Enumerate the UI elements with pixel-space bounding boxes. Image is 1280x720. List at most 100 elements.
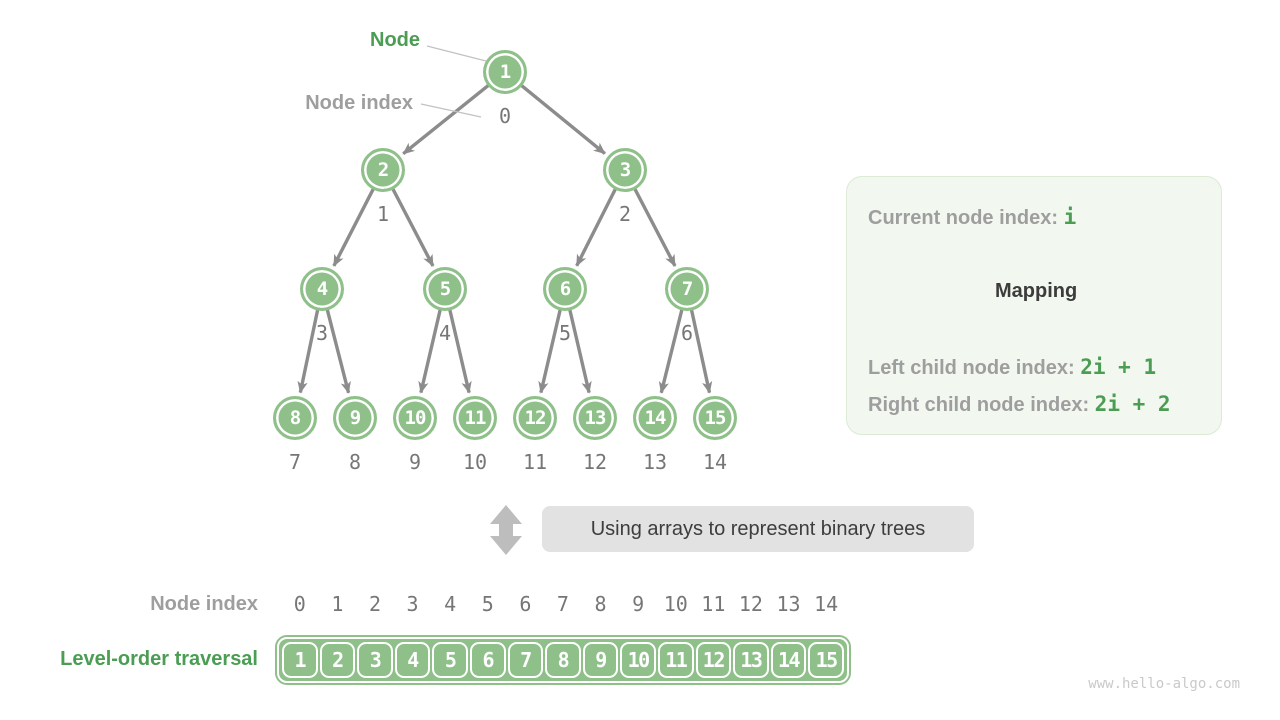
tree-node-index: 8 xyxy=(348,450,362,474)
right-child-index-value: 2i + 2 xyxy=(1094,392,1171,416)
current-node-index-line: Current node index: i xyxy=(868,205,1076,230)
tree-node-index: 5 xyxy=(558,321,572,345)
array-cell: 6 xyxy=(469,642,506,678)
caption-text: Using arrays to represent binary trees xyxy=(590,517,926,540)
tree-node-index: 0 xyxy=(498,104,512,128)
array-cell: 15 xyxy=(808,642,844,678)
tree-edge xyxy=(418,309,442,394)
tree-node-index: 9 xyxy=(408,450,422,474)
left-child-index-label: Left child node index xyxy=(868,357,1069,379)
index-cell: 2 xyxy=(368,592,381,616)
tree-node: 12 xyxy=(513,396,557,440)
index-cell: 11 xyxy=(701,592,726,616)
index-cell: 7 xyxy=(556,592,569,616)
tree-edge xyxy=(332,187,375,267)
array-cell: 14 xyxy=(770,642,807,678)
tree-edge xyxy=(391,187,435,267)
tree-node: 10 xyxy=(393,396,437,440)
tree-node: 4 xyxy=(300,267,344,311)
tree-node-index: 2 xyxy=(618,202,632,226)
left-child-index-value: 2i + 1 xyxy=(1080,355,1157,379)
up-down-arrow-icon xyxy=(490,505,522,555)
separator: : xyxy=(1051,207,1064,229)
caption-box: Using arrays to represent binary trees xyxy=(542,506,974,552)
array-cell: 1 xyxy=(282,642,318,678)
array-cell: 2 xyxy=(319,642,356,678)
current-node-index-value: i xyxy=(1063,205,1077,229)
tree-edge xyxy=(325,308,351,394)
tree-node: 8 xyxy=(273,396,317,440)
index-cell: 4 xyxy=(444,592,457,616)
tree-node: 5 xyxy=(423,267,467,311)
tree-node: 14 xyxy=(633,396,677,440)
tree-edge xyxy=(575,187,618,267)
node-index-callout-label: Node index xyxy=(305,92,413,114)
index-cell: 12 xyxy=(738,592,763,616)
tree-node-index: 11 xyxy=(522,450,548,474)
tree-node: 1 xyxy=(483,50,527,94)
array-cell: 5 xyxy=(432,642,468,678)
right-child-index-line: Right child node index: 2i + 2 xyxy=(868,392,1171,417)
index-cell: 3 xyxy=(406,592,419,616)
array-cell: 9 xyxy=(582,642,619,678)
tree-edge xyxy=(297,309,320,394)
tree-node: 13 xyxy=(573,396,617,440)
tree-node-index: 3 xyxy=(315,321,329,345)
array-cell: 3 xyxy=(357,642,393,678)
node-callout-line xyxy=(426,45,487,62)
index-cell: 13 xyxy=(776,592,801,616)
index-cell: 14 xyxy=(814,592,839,616)
tree-node: 3 xyxy=(603,148,647,192)
node-callout-label: Node xyxy=(370,29,420,51)
index-cell: 10 xyxy=(663,592,688,616)
tree-node-index: 1 xyxy=(376,202,390,226)
index-cell: 1 xyxy=(331,592,344,616)
tree-node-index: 10 xyxy=(462,450,488,474)
tree-node: 6 xyxy=(543,267,587,311)
tree-edges xyxy=(297,83,713,394)
tree-node-index: 7 xyxy=(288,450,302,474)
tree-edge xyxy=(658,308,684,394)
right-child-index-label: Right child node index xyxy=(868,394,1083,416)
tree-edge xyxy=(568,309,592,394)
tree-node: 11 xyxy=(453,396,497,440)
tree-edge xyxy=(448,309,472,394)
tree-edge xyxy=(402,83,490,156)
index-row-label: Node index xyxy=(150,593,258,615)
tree-node-index: 12 xyxy=(582,450,608,474)
array-cell: 10 xyxy=(620,642,656,678)
mapping-label: Mapping xyxy=(995,280,1078,302)
array-cell: 11 xyxy=(657,642,694,678)
current-node-index-label: Current node index xyxy=(868,207,1052,229)
index-cell: 5 xyxy=(481,592,494,616)
tree-node: 7 xyxy=(665,267,709,311)
tree-node-index: 13 xyxy=(642,450,668,474)
tree-node: 15 xyxy=(693,396,737,440)
tree-edge xyxy=(633,187,677,267)
tree-node-index: 14 xyxy=(702,450,728,474)
tree-edge xyxy=(520,83,606,155)
array-cell: 7 xyxy=(507,642,544,678)
traversal-row-label: Level-order traversal xyxy=(60,648,258,670)
tree-node-index: 4 xyxy=(438,321,452,345)
tree-node-index: 6 xyxy=(680,321,694,345)
mapping-panel xyxy=(846,176,1222,435)
array-cell: 12 xyxy=(695,642,732,678)
watermark: www.hello-algo.com xyxy=(1088,676,1240,692)
array-cell: 13 xyxy=(733,642,769,678)
array-cell: 8 xyxy=(545,642,581,678)
index-cell: 6 xyxy=(519,592,532,616)
array-cell: 4 xyxy=(394,642,431,678)
index-cell: 9 xyxy=(632,592,645,616)
separator: : xyxy=(1068,357,1081,379)
tree-node: 9 xyxy=(333,396,377,440)
tree-node: 2 xyxy=(361,148,405,192)
index-cell: 8 xyxy=(594,592,607,616)
tree-edge xyxy=(538,309,562,394)
index-cell: 0 xyxy=(293,592,306,616)
separator: : xyxy=(1082,394,1095,416)
left-child-index-line: Left child node index: 2i + 1 xyxy=(868,355,1156,380)
